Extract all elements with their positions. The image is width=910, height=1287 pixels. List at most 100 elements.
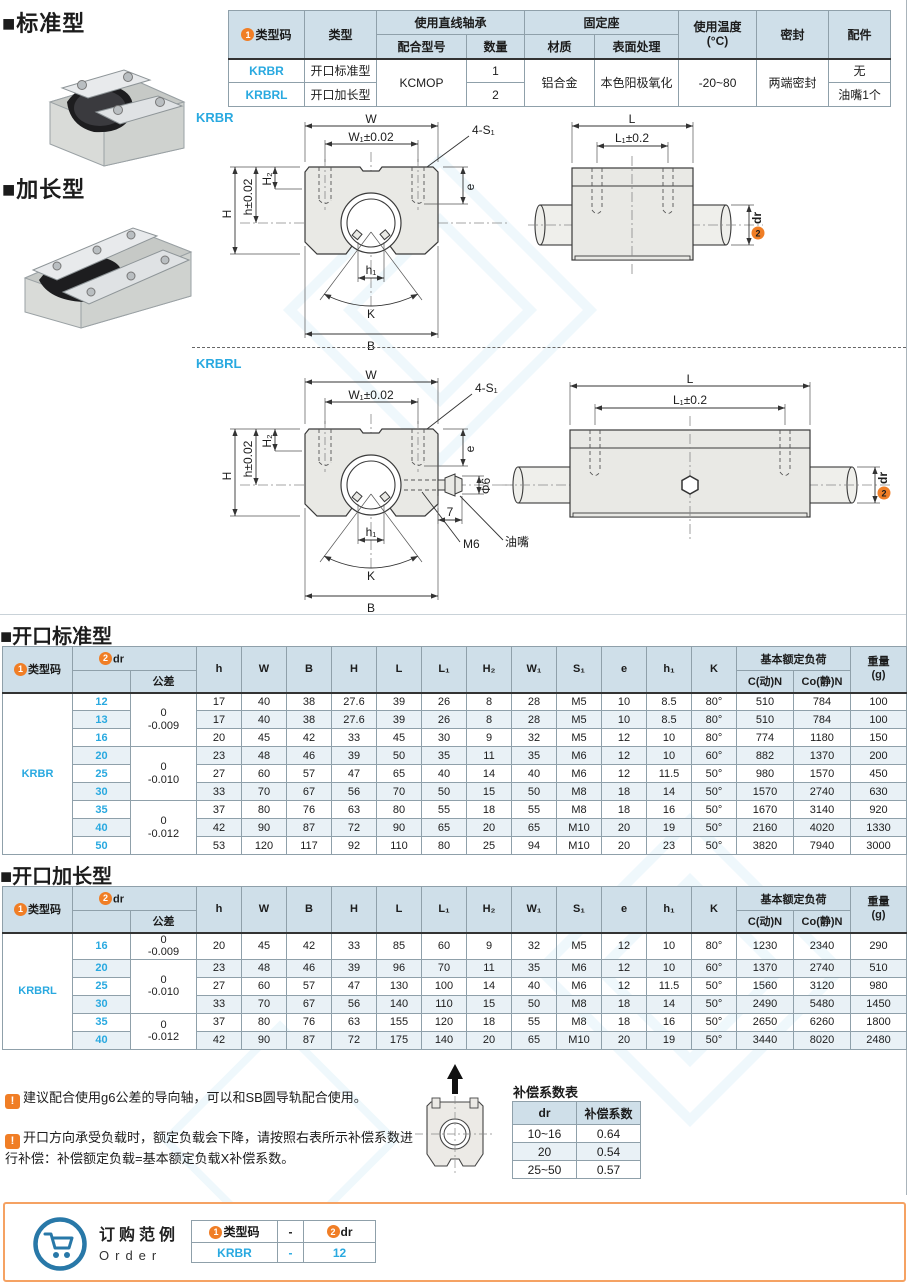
size-cell: M10 [556,818,602,837]
size-cell: 100 [421,976,467,996]
size-cell: 2740 [793,782,851,801]
size-cell: 92 [331,836,377,855]
load-direction-diagram [415,1064,495,1174]
size-cell: 1180 [793,728,851,747]
size-cell: 60 [421,932,467,960]
size-cell: M8 [556,1012,602,1032]
size-cell: 155 [376,1012,422,1032]
spec-header-qty: 数量 [465,34,526,59]
spec-header-housing-group: 固定座 [524,10,680,35]
size-header-h: h [196,646,242,693]
tolerance-cell: 0 -0.012 [130,800,197,855]
size-cell: 35 [421,746,467,765]
krbr-front-view-drawing: W W₁±0.02 4-S₁ H h±0.02 H₂ e h₁ K [222,114,508,353]
size-cell: 50 [511,994,557,1014]
spec-seal: 两端密封 [756,58,830,107]
badge-1-icon: 1 [14,662,27,676]
type-code-cell: KRBRL [2,932,73,1050]
size-cell: 67 [286,782,332,801]
order-title-cn: 订购范例 [99,1227,180,1244]
size-cell: 19 [646,1030,692,1050]
dr-size-cell: 35 [72,800,131,819]
size-cell: 120 [241,836,287,855]
dr-size-cell: 20 [72,958,131,978]
size-cell: 80° [691,710,737,729]
size-cell: 80° [691,728,737,747]
krbrl-drawing-label: KRBRL [196,356,242,371]
size-cell: 28 [511,692,557,711]
comp-factor: 0.57 [576,1160,641,1179]
page-edge-line [906,0,907,1195]
size-cell: 882 [736,746,794,765]
comp-dr-range: 10~16 [512,1124,577,1143]
size-cell: 38 [286,710,332,729]
comp-factor: 0.54 [576,1142,641,1161]
size-cell: 1330 [850,818,907,837]
size-cell: 37 [196,1012,242,1032]
size-cell: 39 [376,692,422,711]
size-cell: 16 [646,1012,692,1032]
size-header-B: B [286,886,332,933]
size-cell: 47 [331,976,377,996]
size-header-e: e [601,646,647,693]
size-cell: 40 [511,976,557,996]
dr-size-cell: 16 [72,932,131,960]
badge-1-icon: 1 [209,1225,223,1239]
size-cell: 26 [421,692,467,711]
order-title-en: Order [99,1248,163,1263]
size-cell: 30 [421,728,467,747]
dim-W: W [365,114,377,126]
size-cell: 72 [331,1030,377,1050]
size-cell: 1230 [736,932,794,960]
spec-qty-1: 1 [465,58,526,83]
size-cell: 10 [601,692,647,711]
size-cell: 80 [376,800,422,819]
dim-K: K [367,307,375,321]
dim-L1: L₁±0.2 [615,131,649,145]
dim-e: e [463,445,477,452]
size-header-load-dynamic: C(动)N [736,910,794,933]
size-cell: 10 [646,746,692,765]
size-cell: 11 [466,958,512,978]
dim-H2: H₂ [260,172,274,186]
size-cell: 76 [286,800,332,819]
comp-dr-range: 20 [512,1142,577,1161]
spec-header-temp: 使用温度 (°C) [678,10,758,59]
size-cell: 150 [850,728,907,747]
size-cell: 20 [601,818,647,837]
size-cell: 40 [511,764,557,783]
spec-header-bearing-group: 使用直线轴承 [375,10,526,35]
comp-header-dr: dr [512,1101,577,1125]
size-cell: 87 [286,818,332,837]
spec-accessory-nipple: 油嘴1个 [828,82,892,107]
badge-2-icon: 2 [99,891,112,905]
size-header-L1: L₁ [421,886,467,933]
dim-W1: W₁±0.02 [348,130,394,144]
size-cell: 27 [196,976,242,996]
size-cell: 45 [376,728,422,747]
size-cell: 12 [601,728,647,747]
size-cell: 18 [466,1012,512,1032]
spec-header-surface: 表面处理 [594,34,680,59]
size-cell: M6 [556,764,602,783]
size-header-weight: 重量 (g) [850,886,907,933]
size-cell: 50° [691,976,737,996]
size-cell: 55 [511,1012,557,1032]
size-cell: 50 [421,782,467,801]
standard-type-title: ■标准型 [2,11,86,36]
size-cell: 45 [241,728,287,747]
badge-2-icon: 2 [326,1225,340,1238]
size-cell: 42 [286,932,332,960]
size-cell: 630 [850,782,907,801]
size-header-e: e [601,886,647,933]
size-cell: 60° [691,746,737,765]
krbr-drawing-label: KRBR [196,110,234,125]
dr-size-cell: 40 [72,818,131,837]
order-example-row: KRBR - 12 [191,1242,376,1263]
badge-1-icon: 1 [241,28,255,42]
spec-accessory-none: 无 [828,58,892,83]
